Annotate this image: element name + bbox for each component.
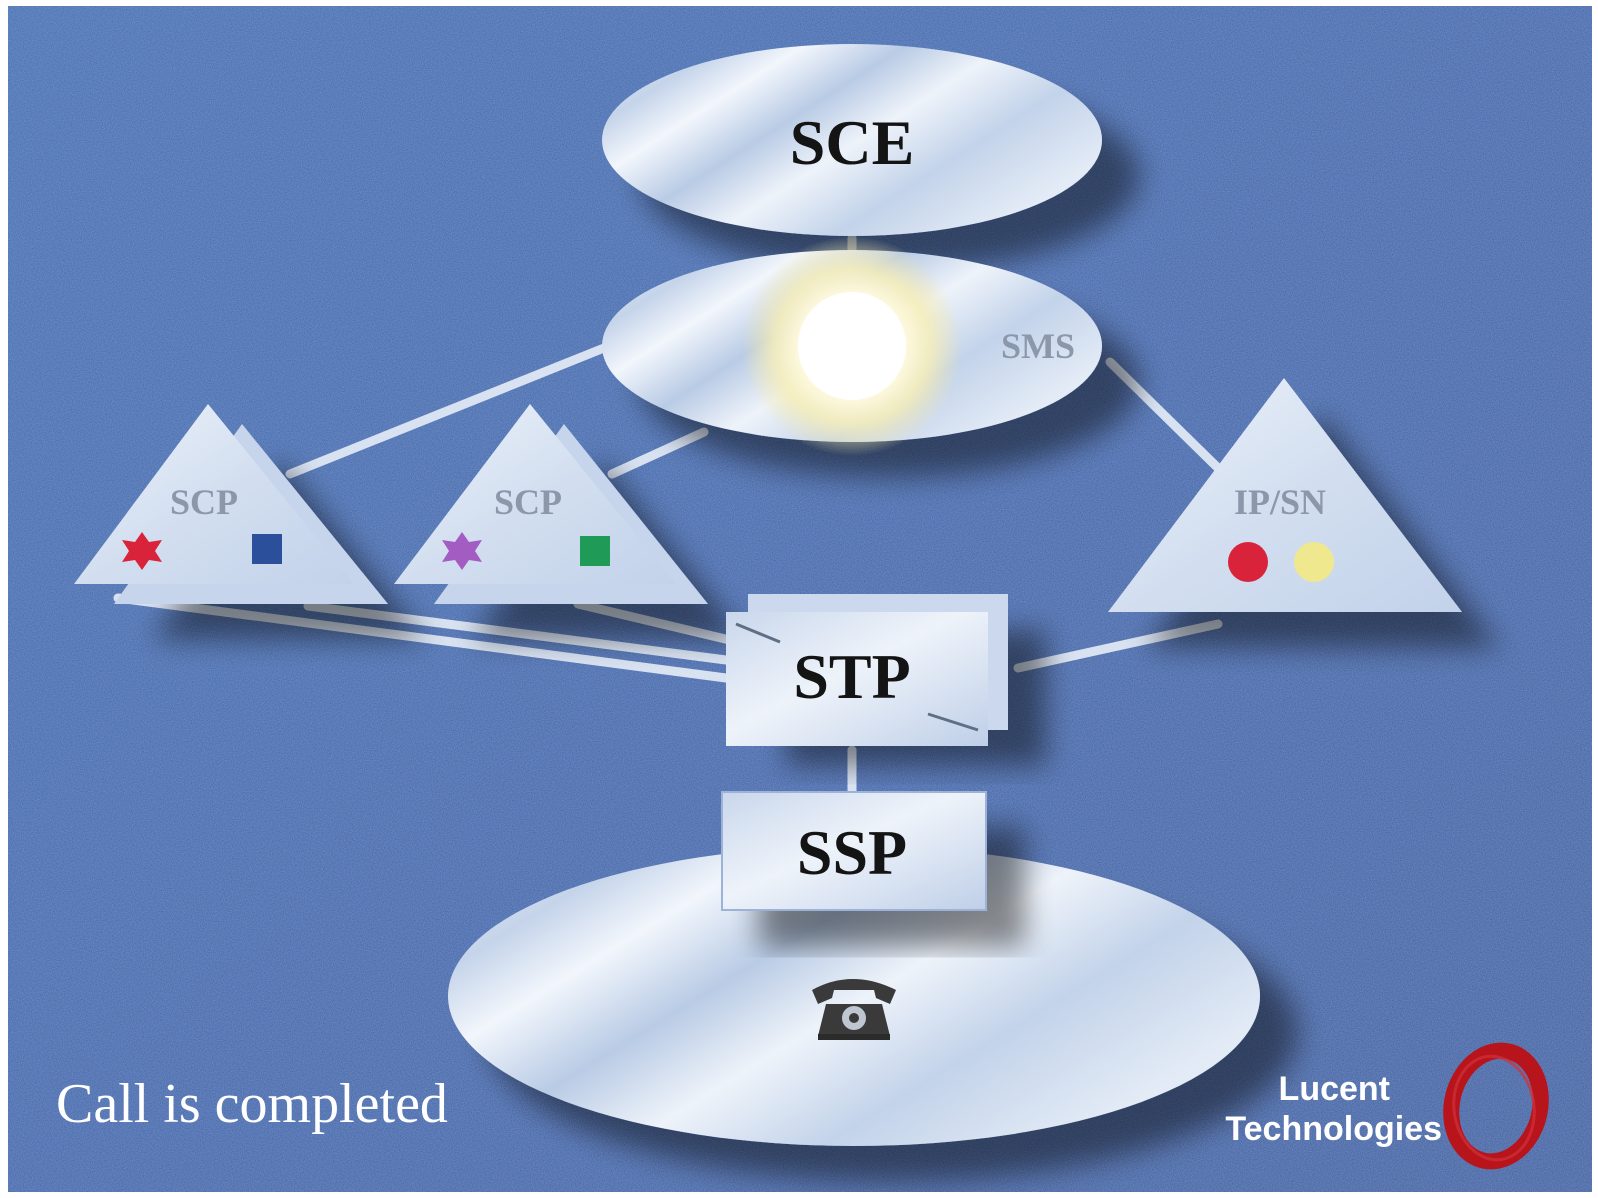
sms-node: SMS	[602, 236, 1102, 456]
ssp-label: SSP	[797, 817, 907, 888]
link-scp-left-stp-b	[303, 601, 731, 665]
red-circle-icon	[1228, 542, 1268, 582]
purple-star-icon	[442, 532, 482, 570]
green-square-icon	[580, 536, 610, 566]
diagram-canvas: SCE SMS SCP SCP IP/SN STP	[8, 6, 1592, 1192]
lucent-logo: Lucent Technologies	[1225, 1042, 1549, 1170]
links	[113, 233, 1223, 803]
link-sms-ipsn	[1105, 357, 1223, 473]
logo-line2: Technologies	[1225, 1110, 1442, 1148]
link-scp-mid-stp	[573, 599, 743, 647]
sce-label: SCE	[790, 107, 915, 178]
logo-line1: Lucent	[1279, 1070, 1390, 1108]
ssp-node: SSP	[721, 791, 987, 911]
link-sms-scp-left	[285, 343, 609, 479]
link-scp-left-stp-a	[113, 593, 731, 683]
caption-text: Call is completed	[56, 1073, 448, 1135]
sms-label: SMS	[1001, 326, 1075, 366]
yellow-circle-icon	[1294, 542, 1334, 582]
ssp-base	[448, 846, 1260, 1146]
telephone-icon	[812, 979, 896, 1040]
scp-mid-label: SCP	[494, 482, 562, 522]
ipsn-node: IP/SN	[1108, 378, 1462, 612]
link-sms-scp-mid	[607, 427, 709, 479]
link-ipsn-stp	[1013, 619, 1223, 673]
scp-left-node: SCP	[74, 404, 388, 604]
stp-node: STP	[726, 594, 1008, 746]
sce-node: SCE	[602, 44, 1102, 236]
red-star-icon	[122, 532, 162, 570]
blue-square-icon	[252, 534, 282, 564]
scp-left-label: SCP	[170, 482, 238, 522]
scp-mid-node: SCP	[394, 404, 708, 604]
stp-label: STP	[793, 641, 910, 712]
ipsn-label: IP/SN	[1234, 482, 1326, 522]
lucent-ring-icon	[1443, 1042, 1549, 1170]
